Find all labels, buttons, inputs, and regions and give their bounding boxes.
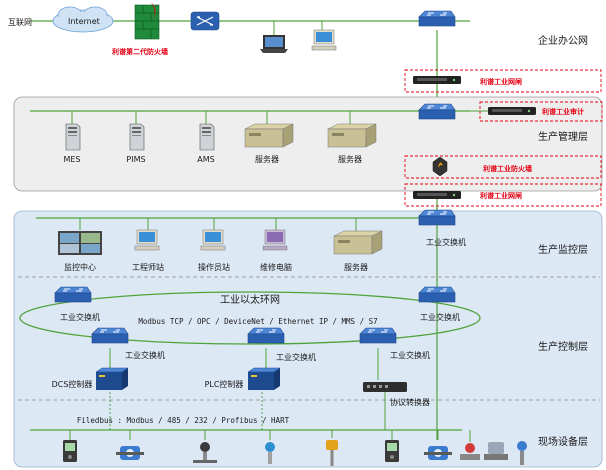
gateway2-label: 利谱工业网闸 [480, 191, 522, 200]
internet-cloud-icon [52, 6, 114, 33]
converter-label: 协议转换器 [390, 397, 430, 407]
monitor-switch-icon [418, 209, 456, 226]
ring-switch-left-icon [54, 286, 92, 303]
gateway1-outline [404, 69, 602, 93]
firewall-icon [134, 2, 160, 40]
ring-switch-b1-icon [91, 327, 129, 344]
audit-device: 利谱工业审计 [479, 101, 603, 122]
gateway2-outline [404, 183, 602, 207]
desktop-pc-icon [311, 29, 337, 51]
router-icon [190, 11, 220, 31]
flow-meter-icon [484, 442, 508, 460]
ring-switch-b2-icon [247, 327, 285, 344]
ring-title: 工业以太环网 [220, 293, 280, 306]
switch-b3-label: 工业交换机 [390, 350, 430, 360]
ams-server-icon [199, 123, 215, 151]
server-box-icon [327, 123, 377, 148]
audit-outline [479, 101, 603, 122]
firewall-label: 利谱第二代防火墙 [112, 47, 168, 56]
operator-station-label: 操作员站 [198, 262, 230, 272]
maintenance-pc-label: 维修电脑 [260, 262, 292, 272]
power-meter-icon [385, 440, 399, 462]
security-gateway-2: 利谱工业网闸 [404, 183, 602, 207]
production-panel [13, 210, 603, 468]
dcs-label: DCS控制器 [52, 379, 93, 389]
management-panel [13, 96, 603, 192]
flow-transmitter-icon [193, 442, 217, 463]
switch-b1-label: 工业交换机 [125, 350, 165, 360]
temperature-transmitter-icon [326, 440, 338, 466]
zone-label-monitor: 生产监控层 [538, 243, 588, 256]
water-meter-icon [424, 446, 452, 460]
ethernet-ring [19, 291, 481, 345]
firewall-outline [404, 155, 602, 179]
pims-server-icon [129, 123, 145, 151]
operator-station-icon [200, 229, 226, 251]
office-zone: 互联网 Internet 利谱第二代防火墙 企业办公网 [8, 2, 588, 56]
mes-server-icon [65, 123, 81, 151]
monitor-switch-label: 工业交换机 [426, 237, 466, 247]
management-switch-icon [418, 103, 456, 120]
monitor-center-label: 监控中心 [64, 262, 96, 272]
pressure-transmitter-icon [265, 442, 275, 464]
flow-transmitter-icon [517, 441, 527, 465]
gateway-device-icon [413, 76, 461, 84]
maintenance-pc-icon [262, 229, 288, 251]
audit-device-icon [488, 107, 536, 115]
zone-label-management: 生产管理层 [538, 130, 588, 143]
zone-label-control: 生产控制层 [538, 340, 588, 353]
flow-meter-icon [460, 443, 480, 460]
zone-label-office: 企业办公网 [538, 34, 588, 47]
server-box-icon [244, 123, 294, 148]
mes-label: MES [63, 155, 80, 164]
plc-label: PLC控制器 [205, 379, 244, 389]
industrial-firewall-label: 利谱工业防火墙 [483, 164, 532, 173]
laptop-icon [260, 35, 288, 53]
switch-b2-label: 工业交换机 [276, 352, 316, 362]
server-box-icon [333, 230, 383, 255]
office-switch-icon [418, 10, 456, 27]
gateway1-label: 利谱工业网闸 [480, 77, 522, 86]
gateway2-device-icon [413, 191, 461, 199]
ring-switch-right-icon [418, 286, 456, 303]
server1-label: 服务器 [255, 154, 279, 164]
ring-protocols: Modbus TCP / OPC / DeviceNet / Ethernet … [138, 317, 377, 326]
monitor-wall-icon [58, 231, 102, 255]
ring-switch-left-label: 工业交换机 [60, 312, 100, 322]
ring-switch-b3-icon [359, 327, 397, 344]
monitor-server-label: 服务器 [344, 262, 368, 272]
dcs-controller-icon [95, 367, 129, 390]
engineer-station-icon [134, 229, 160, 251]
server2-label: 服务器 [338, 154, 362, 164]
engineer-station-label: 工程师站 [132, 262, 164, 272]
fieldbus-protocols: Filedbus : Modbus / 485 / 232 / Profibus… [77, 416, 290, 425]
security-firewall: 利谱工业防火墙 [404, 155, 602, 179]
power-meter-icon [63, 440, 77, 462]
security-gateway-1: 利谱工业网闸 [404, 69, 602, 93]
plc-controller-icon [247, 367, 281, 390]
ring-switch-right-label: 工业交换机 [420, 312, 460, 322]
ams-label: AMS [197, 155, 214, 164]
industrial-firewall-icon [432, 156, 448, 177]
audit-label: 利谱工业审计 [542, 107, 584, 116]
internet-cloud-text: Internet [68, 17, 100, 26]
internet-label: 互联网 [8, 18, 32, 27]
water-meter-icon [116, 446, 144, 460]
zone-label-field: 现场设备层 [538, 435, 588, 448]
protocol-converter-icon [363, 382, 407, 392]
pims-label: PIMS [126, 155, 145, 164]
